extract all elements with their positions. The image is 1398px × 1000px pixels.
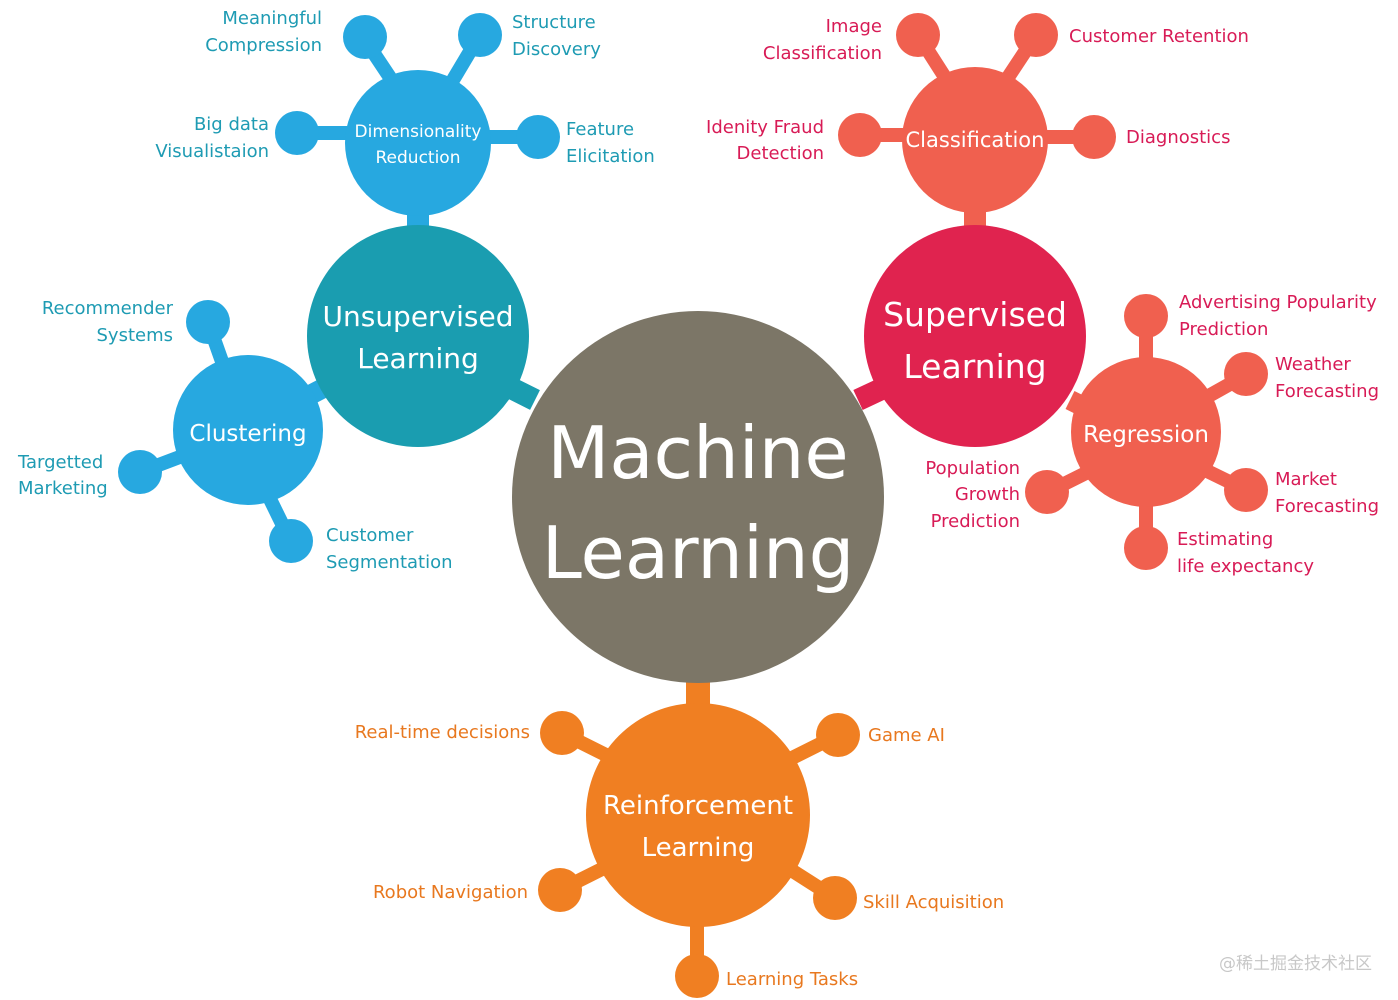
regression-label: Regression <box>1083 422 1209 448</box>
leaf-weather-2: Forecasting <box>1275 381 1379 402</box>
leaf-market-1: Market <box>1275 469 1337 490</box>
dot-weather <box>1224 352 1268 396</box>
reinforcement-label-line1: Reinforcement <box>603 791 793 821</box>
node-unsupervised-learning <box>307 225 529 447</box>
leaf-image-classification-1: Image <box>826 16 882 37</box>
leaf-dots <box>118 13 1268 998</box>
leaf-image-classification-2: Classification <box>763 43 882 64</box>
node-supervised-learning <box>864 225 1086 447</box>
leaf-customer-segmentation-2: Segmentation <box>326 552 453 573</box>
leaf-recommender-1: Recommender <box>42 298 174 319</box>
node-reinforcement-learning <box>586 703 810 927</box>
leaf-weather-1: Weather <box>1275 354 1351 375</box>
unsupervised-label-line2: Learning <box>357 342 479 375</box>
clustering-label: Clustering <box>189 421 306 447</box>
watermark: @稀土掘金技术社区 <box>1219 954 1372 974</box>
leaf-diagnostics: Diagnostics <box>1126 127 1230 148</box>
dot-advertising <box>1124 294 1168 338</box>
unsupervised-leaf-labels: Meaningful Compression Structure Discove… <box>17 8 655 573</box>
leaf-advertising-1: Advertising Popularity <box>1179 292 1377 313</box>
unsupervised-label-line1: Unsupervised <box>322 300 513 333</box>
supervised-leaf-labels: Image Classification Customer Retention … <box>706 16 1379 577</box>
supervised-label-line2: Learning <box>903 347 1046 386</box>
dot-game-ai <box>816 713 860 757</box>
leaf-targetted-marketing-1: Targetted <box>17 452 103 473</box>
node-clustering <box>173 355 323 505</box>
reinforcement-leaf-labels: Real-time decisions Game AI Robot Naviga… <box>355 722 1004 990</box>
leaf-big-data-2: Visualistaion <box>155 141 269 162</box>
dot-learning-tasks <box>675 954 719 998</box>
dot-targetted-marketing <box>118 450 162 494</box>
leaf-game-ai: Game AI <box>868 725 945 746</box>
dot-skill-acquisition <box>813 876 857 920</box>
node-classification <box>902 67 1048 213</box>
leaf-life-expectancy-2: life expectancy <box>1177 556 1314 577</box>
node-dimensionality-reduction <box>345 70 491 216</box>
center-label-line1: Machine <box>547 411 848 495</box>
center-label-line2: Learning <box>542 511 855 595</box>
node-regression <box>1071 357 1221 507</box>
dot-feature-elicitation <box>516 115 560 159</box>
dot-customer-retention <box>1014 13 1058 57</box>
leaf-life-expectancy-1: Estimating <box>1177 529 1273 550</box>
leaf-population-2: Growth <box>955 484 1020 505</box>
leaf-meaningful-compression-1: Meaningful <box>222 8 322 29</box>
dot-diagnostics <box>1072 115 1116 159</box>
dot-recommender <box>186 300 230 344</box>
leaf-learning-tasks: Learning Tasks <box>726 969 858 990</box>
leaf-skill-acquisition: Skill Acquisition <box>863 892 1004 913</box>
dot-market <box>1224 468 1268 512</box>
leaf-structure-discovery-2: Discovery <box>512 39 601 60</box>
leaf-population-3: Prediction <box>931 511 1020 532</box>
leaf-recommender-2: Systems <box>97 325 174 346</box>
leaf-feature-elicitation-2: Elicitation <box>566 146 655 167</box>
dot-life-expectancy <box>1124 526 1168 570</box>
classification-label: Classification <box>906 128 1045 152</box>
dot-big-data <box>275 111 319 155</box>
leaf-population-1: Population <box>925 458 1020 479</box>
supervised-label-line1: Supervised <box>883 295 1067 334</box>
leaf-fraud-detection-1: Idenity Fraud <box>706 117 824 138</box>
leaf-customer-segmentation-1: Customer <box>326 525 414 546</box>
dot-structure-discovery <box>458 13 502 57</box>
leaf-targetted-marketing-2: Marketing <box>18 478 108 499</box>
nodes <box>173 67 1221 927</box>
leaf-customer-retention: Customer Retention <box>1069 26 1249 47</box>
dot-image-classification <box>896 13 940 57</box>
dot-population <box>1025 470 1069 514</box>
leaf-realtime: Real-time decisions <box>355 722 530 743</box>
leaf-fraud-detection-2: Detection <box>737 143 824 164</box>
leaf-big-data-1: Big data <box>194 114 269 135</box>
leaf-structure-discovery-1: Structure <box>512 12 596 33</box>
leaf-market-2: Forecasting <box>1275 496 1379 517</box>
dimred-label-line2: Reduction <box>376 148 461 168</box>
reinforcement-label-line2: Learning <box>642 833 755 863</box>
node-machine-learning <box>512 311 884 683</box>
dimred-label-line1: Dimensionality <box>355 122 482 142</box>
leaf-advertising-2: Prediction <box>1179 319 1268 340</box>
leaf-meaningful-compression-2: Compression <box>205 35 322 56</box>
dot-robot-navigation <box>538 868 582 912</box>
dot-realtime <box>540 711 584 755</box>
node-labels: Machine Learning Unsupervised Learning D… <box>189 122 1209 863</box>
dot-meaningful-compression <box>343 15 387 59</box>
leaf-feature-elicitation-1: Feature <box>566 119 634 140</box>
leaf-robot-navigation: Robot Navigation <box>373 882 528 903</box>
dot-customer-segmentation <box>269 519 313 563</box>
dot-fraud-detection <box>838 113 882 157</box>
